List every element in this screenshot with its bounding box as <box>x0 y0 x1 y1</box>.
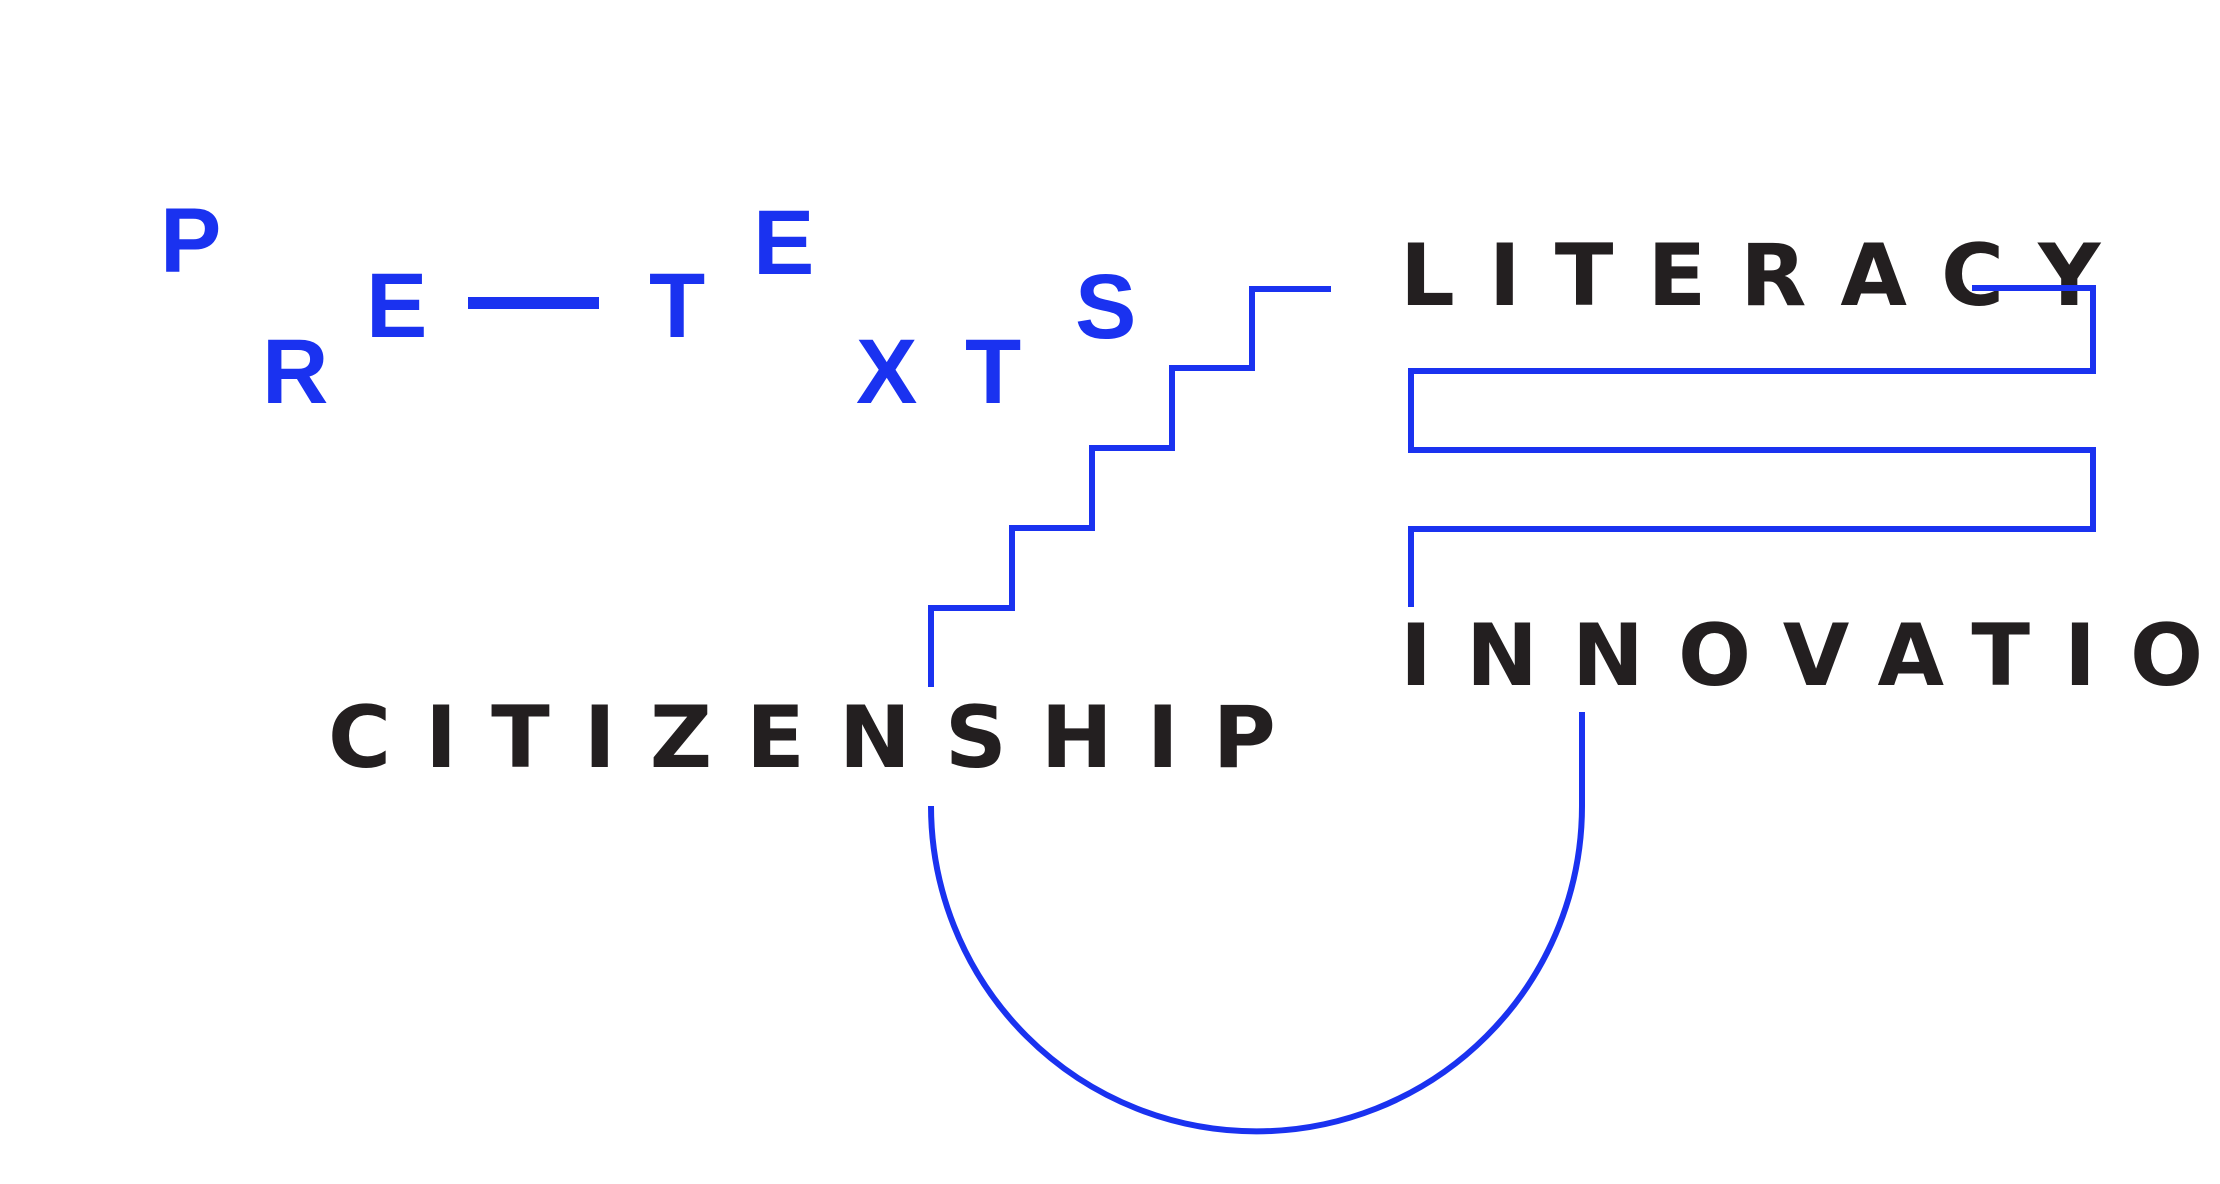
label-literacy: LITERACY <box>1400 226 2134 326</box>
concept-labels: LITERACY INNOVATION CITIZENSHIP <box>328 226 2220 788</box>
logo-dash <box>468 297 599 309</box>
logo-letter-e: E <box>366 255 427 357</box>
arc-path <box>928 712 1585 1135</box>
label-innovation: INNOVATION <box>1400 606 2220 706</box>
logo-letter-p: P <box>160 190 221 292</box>
pretexts-logo: P R E T E X T S <box>160 190 1136 423</box>
logo-letter-x: X <box>856 321 917 423</box>
logo-letter-e-raised: E <box>753 192 814 294</box>
logo-letter-r: R <box>262 321 328 423</box>
serpentine-path <box>1408 285 2096 607</box>
staircase-path <box>928 286 1331 687</box>
logo-letter-s: S <box>1075 256 1136 358</box>
logo-letter-t: T <box>649 255 705 357</box>
logo-letter-t-second: T <box>965 321 1021 423</box>
label-citizenship: CITIZENSHIP <box>328 688 1310 788</box>
